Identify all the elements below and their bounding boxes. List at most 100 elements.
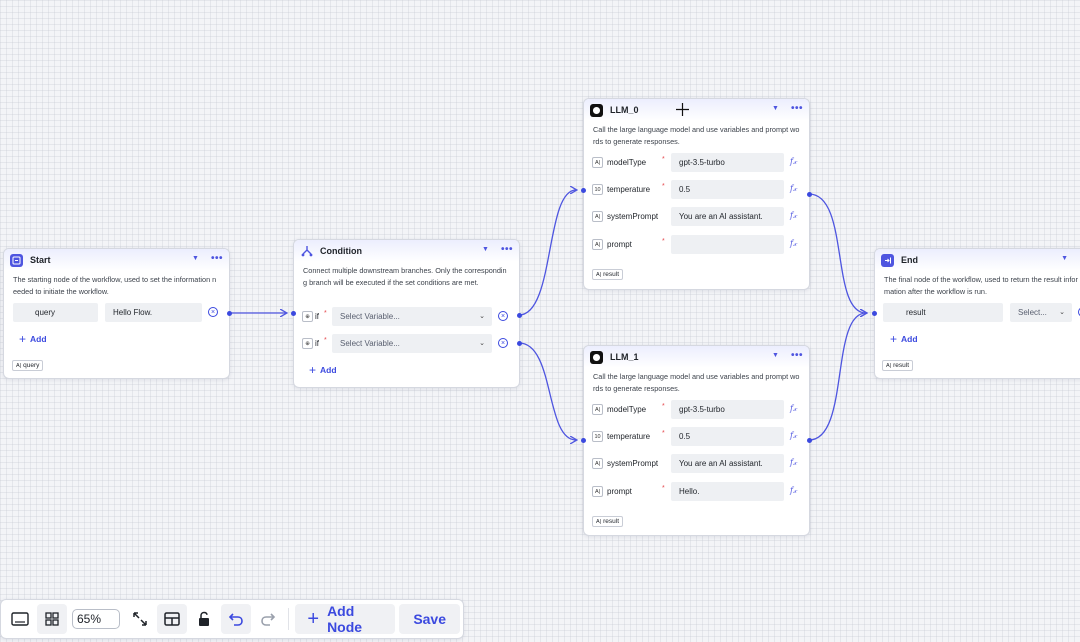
condition-node[interactable]: Condition ▼ ••• Connect multiple downstr… — [293, 239, 520, 388]
layout-button[interactable] — [157, 604, 188, 634]
add-node-button[interactable]: + Add Node — [295, 603, 396, 635]
add-label: Add — [901, 334, 918, 344]
node-title: End — [901, 255, 918, 265]
param-value-field[interactable]: gpt-3.5-turbo — [671, 153, 784, 172]
node-title: LLM_1 — [610, 352, 639, 362]
add-param-button[interactable]: + Add — [890, 333, 918, 345]
chevron-down-icon[interactable]: ▼ — [482, 246, 489, 253]
toolbar-divider — [288, 608, 290, 630]
llm0-output-port[interactable] — [807, 192, 812, 197]
param-row: A| systemPrompt You are an AI assistant.… — [592, 454, 804, 473]
node-description: Call the large language model and use va… — [593, 372, 800, 393]
condition-node-header[interactable]: Condition ▼ ••• — [294, 240, 519, 262]
fit-view-button[interactable] — [125, 604, 155, 634]
grid-toggle-button[interactable] — [37, 604, 67, 634]
function-icon[interactable]: f𝓍 — [790, 458, 797, 467]
plus-icon: + — [309, 363, 317, 377]
param-row: A| prompt * Hello. f𝓍 — [592, 482, 804, 501]
condition-branch-1-port[interactable] — [517, 313, 522, 318]
chevron-down-icon[interactable]: ▼ — [192, 255, 199, 262]
remove-circle-icon[interactable]: × — [498, 311, 508, 321]
table-layout-icon — [164, 612, 181, 626]
save-button[interactable]: Save — [399, 604, 461, 634]
end-input-port[interactable] — [872, 311, 877, 316]
function-icon[interactable]: f𝓍 — [790, 486, 797, 495]
param-name: query — [35, 308, 56, 317]
llm-node-header[interactable]: LLM_1 ▼ ••• — [584, 346, 809, 368]
param-value-field[interactable]: 0.5 — [671, 427, 784, 446]
required-mark: * — [662, 403, 665, 410]
start-node[interactable]: Start ▼ ••• The starting node of the wor… — [3, 248, 230, 379]
param-row: 10 temperature * 0.5 f𝓍 — [592, 427, 804, 446]
more-icon[interactable]: ••• — [790, 103, 803, 114]
lock-button[interactable] — [189, 604, 219, 634]
node-description: The starting node of the workflow, used … — [13, 275, 217, 296]
number-type-icon: 10 — [592, 184, 603, 195]
function-icon[interactable]: f𝓍 — [790, 404, 797, 413]
redo-button[interactable] — [253, 604, 283, 634]
function-icon[interactable]: f𝓍 — [790, 184, 797, 193]
more-icon[interactable]: ••• — [500, 244, 513, 255]
function-icon[interactable]: f𝓍 — [790, 239, 797, 248]
chevron-down-icon: ⌄ — [479, 340, 485, 347]
llm-icon — [590, 103, 603, 117]
param-value: gpt-3.5-turbo — [679, 158, 725, 167]
start-node-header[interactable]: Start ▼ ••• — [4, 249, 229, 271]
plus-icon: + — [307, 608, 320, 630]
llm1-input-port[interactable] — [581, 438, 586, 443]
add-branch-button[interactable]: + Add — [309, 363, 337, 377]
param-value-field[interactable]: You are an AI assistant. — [671, 454, 784, 473]
variable-select[interactable]: Select Variable... ⌄ — [332, 307, 492, 326]
llm-node[interactable]: LLM_1 ▼ ••• Call the large language mode… — [583, 345, 810, 536]
param-value-field[interactable]: Hello. — [671, 482, 784, 501]
branch-icon: ⊕ — [302, 338, 313, 349]
string-type-icon: A| — [592, 486, 603, 497]
remove-circle-icon[interactable]: × — [208, 307, 218, 317]
llm1-output-port[interactable] — [807, 438, 812, 443]
edge-condition-llm1 — [518, 342, 576, 440]
condition-input-port[interactable] — [291, 311, 296, 316]
param-name-field[interactable]: result — [883, 303, 1003, 322]
param-value: 0.5 — [679, 185, 691, 194]
llm0-input-port[interactable] — [581, 188, 586, 193]
remove-circle-icon[interactable]: × — [498, 338, 508, 348]
unlock-icon — [199, 611, 210, 626]
required-mark: * — [662, 156, 665, 163]
llm-node[interactable]: LLM_0 ▼ ••• Call the large language mode… — [583, 98, 810, 290]
zoom-input[interactable]: 65% — [72, 609, 121, 629]
param-name: result — [906, 308, 926, 317]
undo-button[interactable] — [221, 604, 252, 634]
output-label: query — [23, 362, 40, 369]
function-icon[interactable]: f𝓍 — [790, 211, 797, 220]
chevron-down-icon: ⌄ — [479, 313, 485, 320]
chevron-down-icon[interactable]: ▼ — [1061, 255, 1068, 262]
add-param-button[interactable]: + Add — [19, 333, 47, 345]
param-name: modelType — [607, 158, 647, 167]
end-node-header[interactable]: End ▼ — [875, 249, 1080, 271]
chevron-down-icon[interactable]: ▼ — [772, 352, 779, 359]
more-icon[interactable]: ••• — [210, 253, 223, 264]
more-icon[interactable]: ••• — [790, 350, 803, 361]
output-variable-chip: A| result — [882, 360, 914, 371]
select-placeholder: Select Variable... — [340, 312, 400, 321]
param-value-field[interactable]: 0.5 — [671, 180, 784, 199]
param-value-field[interactable]: You are an AI assistant. — [671, 207, 784, 226]
variable-select[interactable]: Select Variable... ⌄ — [332, 334, 492, 353]
param-value-field[interactable] — [671, 235, 784, 254]
condition-branch-2-port[interactable] — [517, 341, 522, 346]
end-node[interactable]: End ▼ The final node of the workflow, us… — [874, 248, 1080, 379]
param-value-field[interactable]: gpt-3.5-turbo — [671, 400, 784, 419]
start-output-port[interactable] — [227, 311, 232, 316]
variable-select[interactable]: Select... ⌄ — [1010, 303, 1072, 322]
minimap-button[interactable] — [5, 604, 35, 634]
param-name-field[interactable]: query — [13, 303, 98, 322]
function-icon[interactable]: f𝓍 — [790, 431, 797, 440]
param-value-field[interactable]: Hello Flow. — [105, 303, 202, 322]
llm-node-header[interactable]: LLM_0 ▼ ••• — [584, 99, 809, 121]
chevron-down-icon[interactable]: ▼ — [772, 105, 779, 112]
function-icon[interactable]: f𝓍 — [790, 157, 797, 166]
required-mark: * — [662, 485, 665, 492]
param-row: A| systemPrompt You are an AI assistant.… — [592, 207, 804, 226]
param-name: temperature — [607, 185, 651, 194]
